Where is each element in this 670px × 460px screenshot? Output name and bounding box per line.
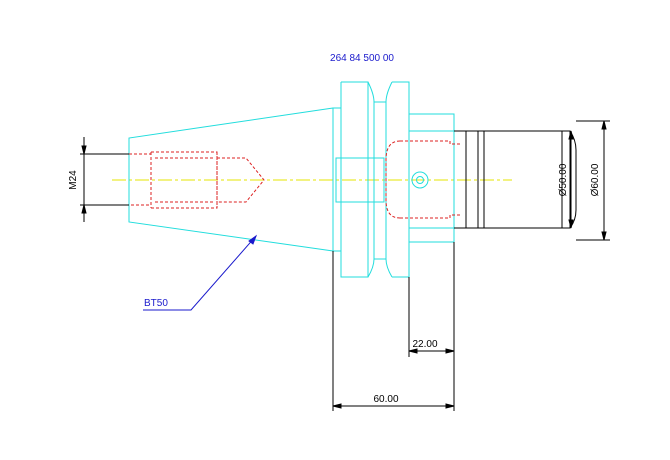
collet-nut <box>454 130 577 229</box>
taper-shank <box>128 107 334 252</box>
taper-leader <box>143 234 258 311</box>
diameter-50-label: Ø50.00 <box>558 163 569 196</box>
dimension-m24 <box>80 137 129 222</box>
diameter-60-label: Ø60.00 <box>590 163 601 196</box>
dimension-diameter-50 <box>568 130 574 229</box>
hidden-bore <box>129 140 460 219</box>
dimension-60 <box>332 251 455 411</box>
taper-label: BT50 <box>144 298 168 309</box>
thread-dimension-label: M24 <box>68 170 79 190</box>
holder-body <box>409 113 455 243</box>
dimension-diameter-60 <box>576 120 610 241</box>
dimension-60-label: 60.00 <box>373 394 398 405</box>
dimension-22-label: 22.00 <box>412 339 437 350</box>
dimension-22 <box>408 242 455 357</box>
part-number-label: 264 84 500 00 <box>330 53 394 64</box>
